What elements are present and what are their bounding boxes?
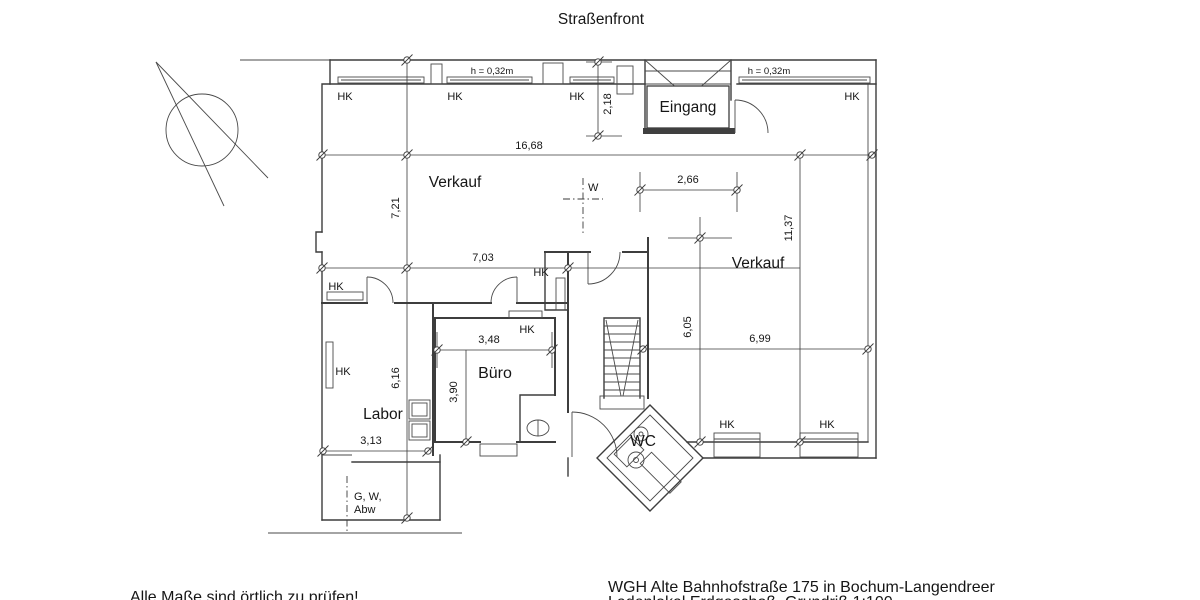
radiator-labels: HK HK HK HK HK HK HK HK HK HK — [328, 91, 860, 431]
entrance-door-arc — [734, 99, 769, 134]
door-arc-verkauf-buero — [490, 276, 518, 304]
wc-room — [596, 404, 704, 512]
hk-label-bottom-2: HK — [819, 419, 835, 431]
room-label-verkauf-left: Verkauf — [429, 174, 482, 191]
exterior-walls — [240, 59, 877, 534]
wc-fixtures — [613, 426, 682, 494]
water-axis-marker: W — [563, 178, 603, 234]
hk-label-niche: HK — [533, 267, 549, 279]
staircase — [599, 317, 645, 410]
interior-walls — [321, 237, 869, 477]
riser-label-line2: Abw — [354, 504, 375, 516]
dim-6-99: 6,99 — [749, 333, 770, 345]
window-height-left: h = 0,32m — [471, 66, 514, 77]
street-front-label: Straßenfront — [558, 11, 645, 28]
hk-label-top-3: HK — [569, 91, 585, 103]
project-title-line1: WGH Alte Bahnhofstraße 175 in Bochum-Lan… — [608, 579, 996, 596]
dim-16-68: 16,68 — [515, 140, 543, 152]
utility-riser-marker: G, W, Abw — [346, 476, 382, 534]
entrance-vestibule — [643, 59, 769, 134]
measure-note: Alle Maße sind örtlich zu prüfen! — [130, 589, 359, 600]
hk-label-top-2: HK — [447, 91, 463, 103]
door-arc-verkauf-labor — [366, 276, 394, 304]
door-arc-corridor-bottom — [571, 411, 618, 458]
window-height-right: h = 0,32m — [748, 66, 791, 77]
dim-7-03: 7,03 — [472, 252, 493, 264]
dim-7-21: 7,21 — [390, 197, 402, 218]
doors — [366, 251, 621, 458]
hk-label-top-4: HK — [844, 91, 860, 103]
room-label-eingang: Eingang — [660, 99, 717, 116]
water-axis-label: W — [588, 182, 599, 194]
washbasin — [526, 419, 550, 437]
room-label-verkauf-right: Verkauf — [732, 255, 785, 272]
room-label-buero: Büro — [478, 365, 512, 382]
room-label-wc: WC — [630, 433, 656, 450]
dim-3-13: 3,13 — [360, 435, 381, 447]
dim-3-48: 3,48 — [478, 334, 499, 346]
dim-2-18: 2,18 — [602, 93, 614, 114]
dimension-lines — [316, 54, 878, 524]
dim-6-05: 6,05 — [682, 316, 694, 337]
hk-label-buero: HK — [519, 324, 535, 336]
dim-2-66: 2,66 — [677, 174, 698, 186]
north-arrow-icon — [155, 61, 269, 207]
radiators — [325, 277, 859, 458]
hk-label-labor: HK — [335, 366, 351, 378]
hk-label-top-1: HK — [337, 91, 353, 103]
lab-sinks — [408, 399, 431, 441]
riser-label-line1: G, W, — [354, 491, 382, 503]
project-title-line2: Ladenlokal Erdgeschoß, Grundriß 1:100 — [608, 594, 893, 600]
dim-3-90: 3,90 — [448, 381, 460, 402]
room-label-labor: Labor — [363, 406, 403, 423]
shopfront-windows — [329, 62, 877, 95]
dim-6-16: 6,16 — [390, 367, 402, 388]
hk-label-bottom-1: HK — [719, 419, 735, 431]
dim-11-37: 11,37 — [783, 215, 795, 242]
dimension-labels: 16,68 7,21 2,18 2,66 11,37 7,03 6,05 6,9… — [360, 93, 795, 447]
door-arc-corridor-top — [587, 251, 621, 285]
hk-label-mid-left: HK — [328, 281, 344, 293]
